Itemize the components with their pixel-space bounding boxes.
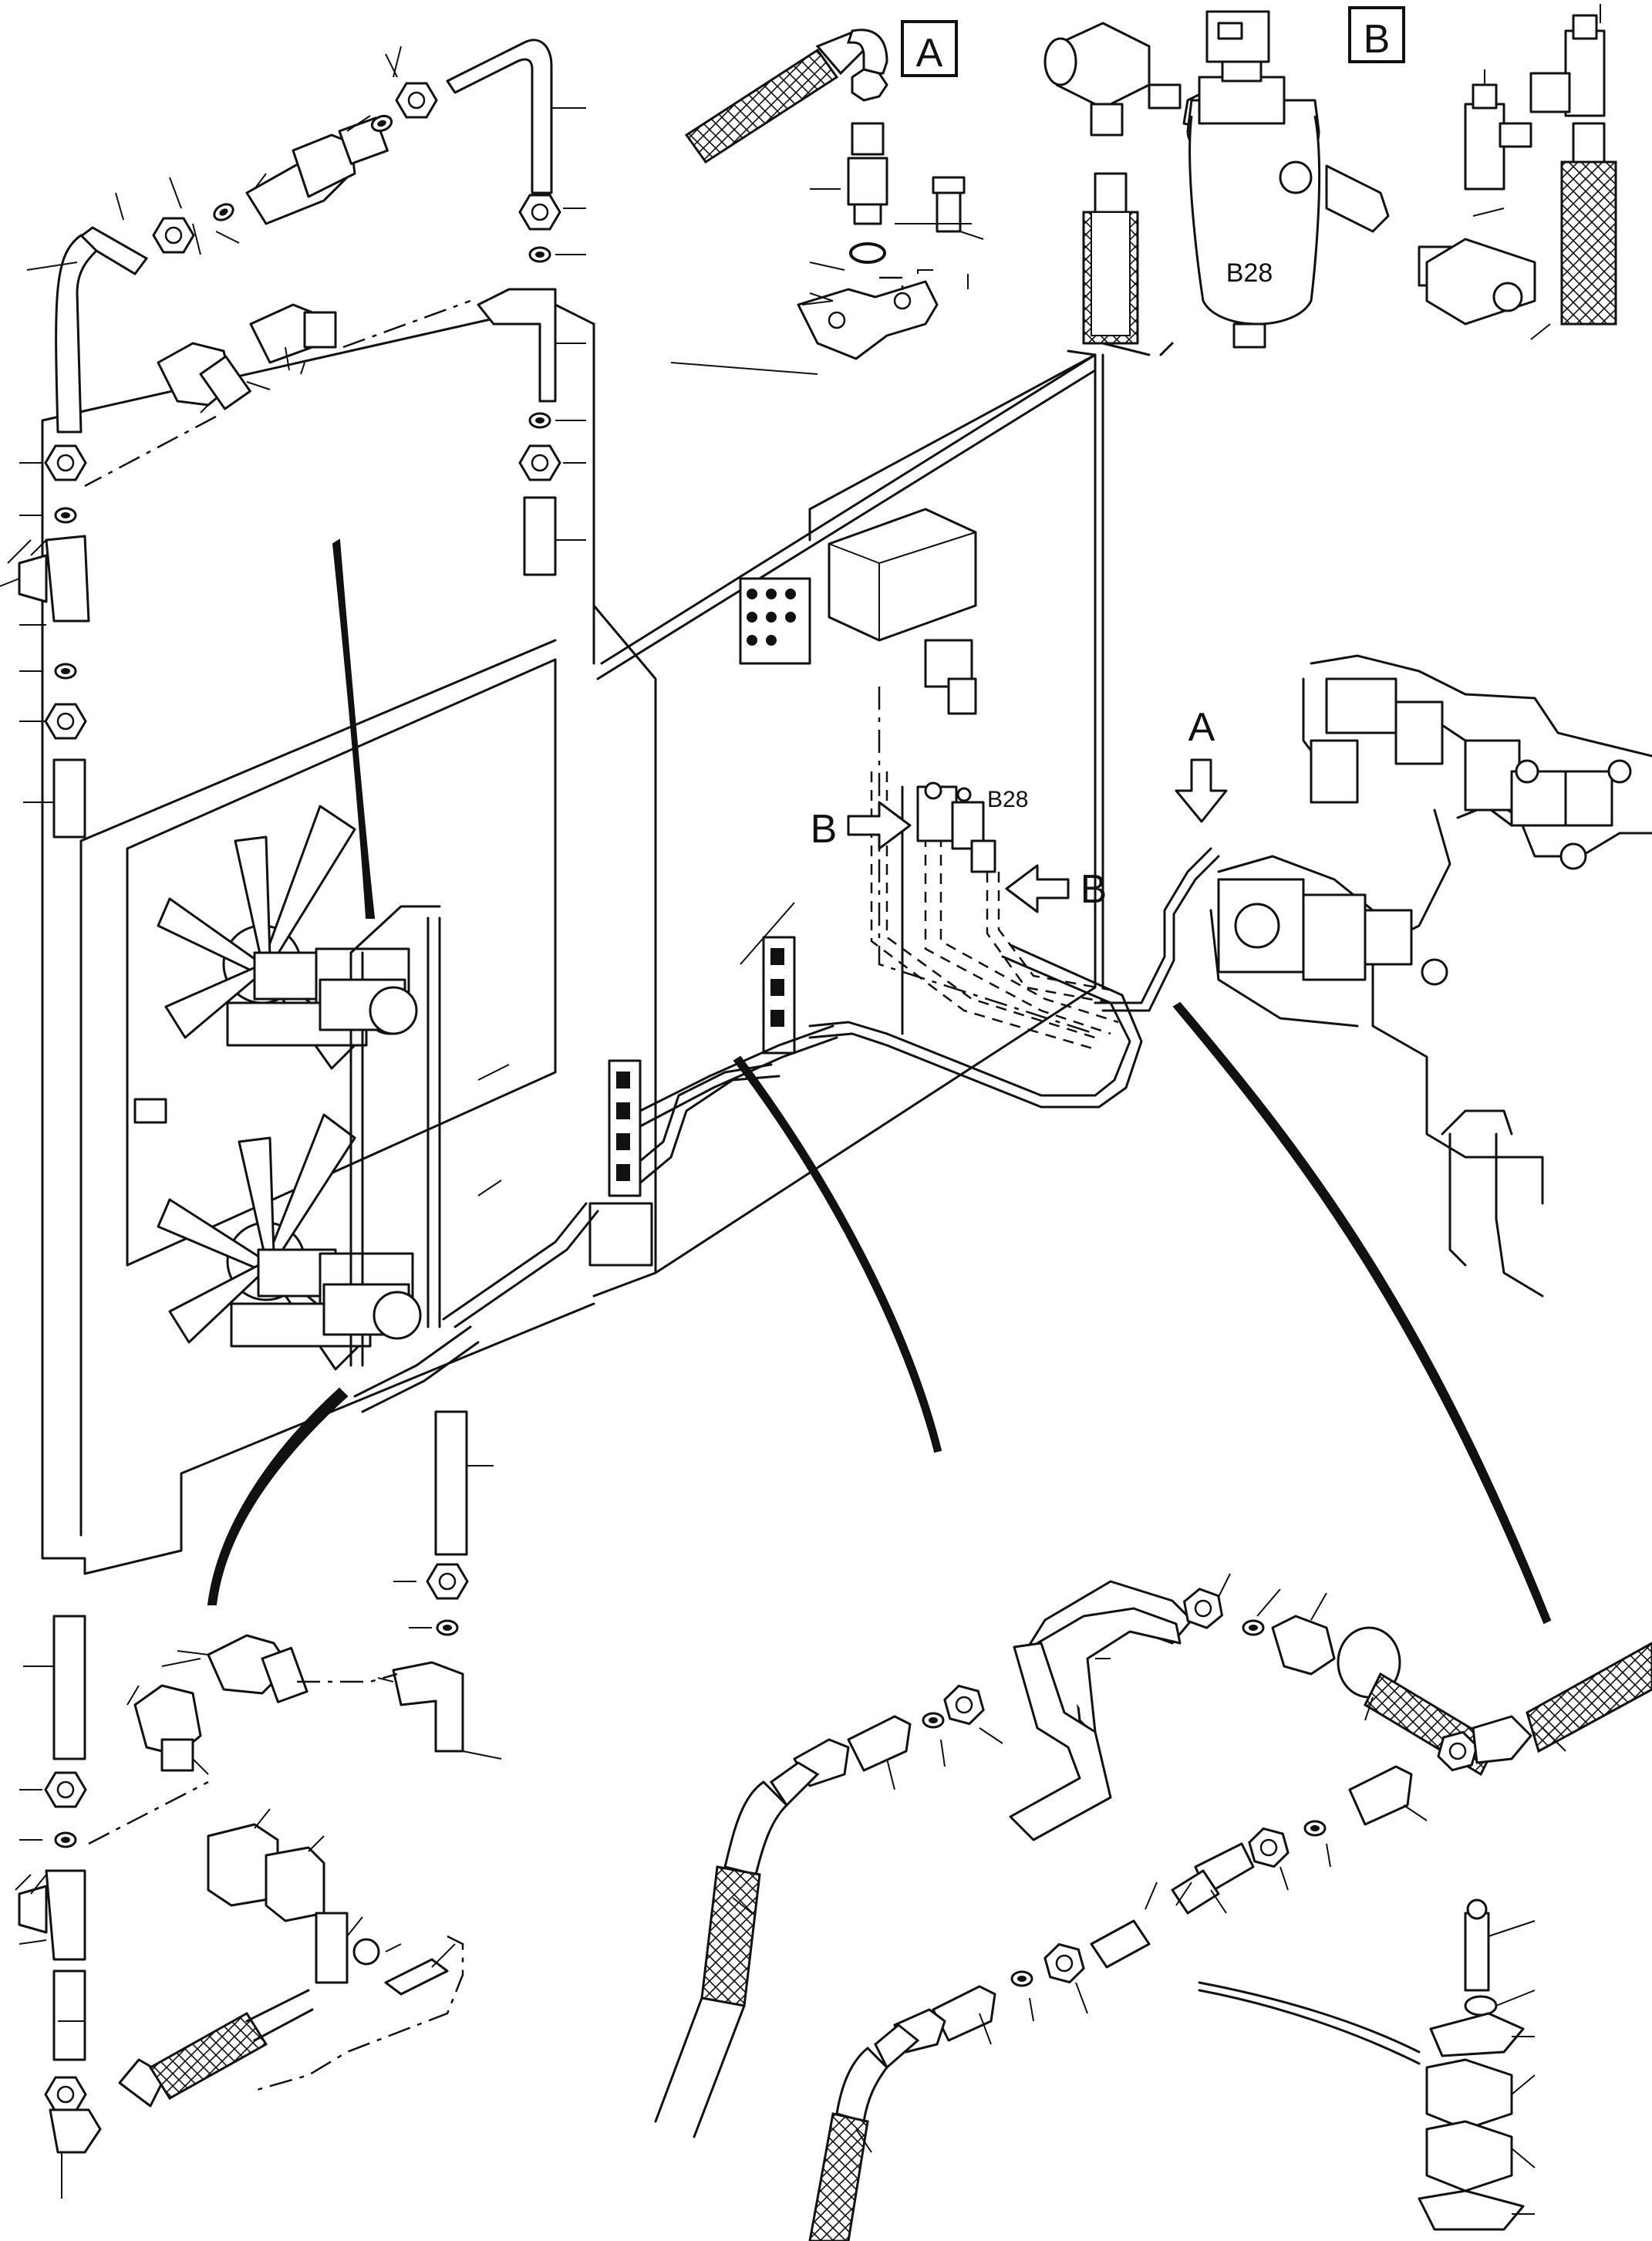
arrow-a: A [1175,705,1228,823]
callout-box-b: B [1348,6,1405,63]
valve-b28-assembly [916,639,996,873]
arrow-b-left-label: B [811,807,838,852]
callout-box-a: A [901,20,958,77]
arrow-b-right-label: B [1081,867,1108,912]
cooler-housing [41,303,1104,1575]
fan-motor-pipework [319,905,780,1413]
mounting-bracket-right [762,936,796,1055]
valve-b28-label: B28 [987,787,1028,812]
callout-leaders [207,538,1552,1625]
arrow-b-left: B [811,801,912,852]
arrow-a-label: A [1188,705,1215,750]
mounting-bracket-left [608,1059,642,1197]
fittings-bottom-right [654,1573,1652,2241]
fan-lower [157,1113,418,1371]
engine-pump-assembly [1209,654,1652,1298]
detail-b-filter-b28: B28 [1043,4,1617,356]
main-hoses [639,687,1220,1128]
detail-a-hose-flange [670,29,984,375]
filter-b28-label: B28 [1226,258,1273,288]
arrow-b-right: B [1005,864,1108,913]
callout-label-a: A [916,31,943,76]
fittings-bottom-left [15,1410,502,2199]
callout-label-b: B [1364,17,1391,62]
fittings-top-left [0,39,586,839]
